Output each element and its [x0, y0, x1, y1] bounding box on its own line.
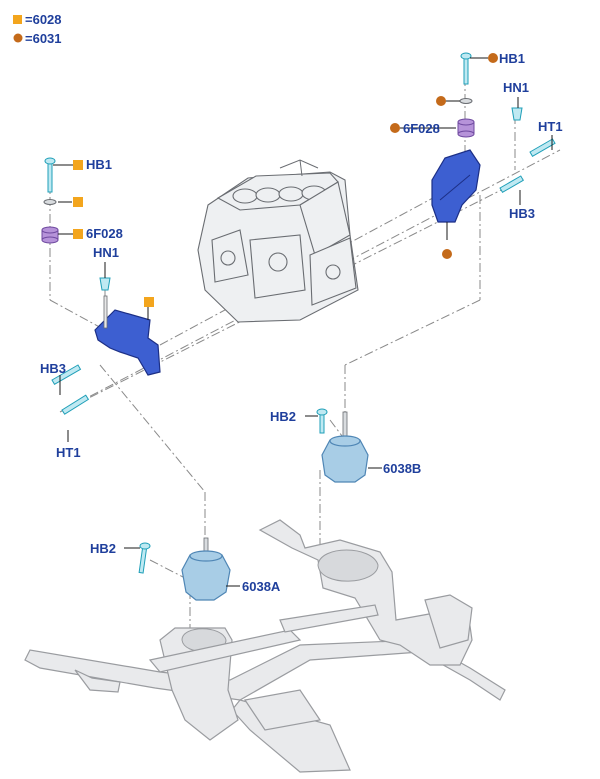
left-mount-group [41, 157, 161, 415]
label-hb1-right: HB1 [499, 51, 525, 66]
mount-6038b [316, 408, 369, 483]
label-hb2-low: HB2 [90, 541, 116, 556]
label-hb3-right: HB3 [509, 206, 535, 221]
subframe [24, 519, 506, 773]
engine-mount-a [181, 554, 231, 601]
left-mount-bracket [94, 309, 161, 376]
circle-marker-icon [390, 123, 400, 133]
label-hn1-right: HN1 [503, 80, 529, 95]
mount-6038a [138, 537, 231, 601]
square-marker-icon [73, 160, 83, 170]
label-6038a: 6038A [242, 579, 281, 594]
nut-icon [99, 277, 111, 291]
label-ht1-left: HT1 [56, 445, 81, 460]
bolt-icon [499, 175, 524, 194]
label-6038b: 6038B [383, 461, 421, 476]
label-hn1-left: HN1 [93, 245, 119, 260]
square-marker-icon [144, 297, 154, 307]
bolt-icon [319, 412, 325, 434]
legend: =6028 =6031 [13, 12, 62, 46]
square-marker-icon [13, 15, 22, 24]
right-mount-group [431, 52, 556, 223]
bolt-icon [51, 364, 82, 386]
markers [73, 53, 498, 307]
circle-marker-icon [13, 33, 23, 43]
washer-icon [43, 199, 57, 205]
engine-block [197, 159, 359, 323]
label-hb2-mid: HB2 [270, 409, 296, 424]
bolt-icon [529, 138, 556, 158]
legend-6028: =6028 [25, 12, 62, 27]
bolt-icon [47, 161, 53, 193]
right-mount-bracket [431, 149, 481, 223]
legend-6031: =6031 [25, 31, 62, 46]
nut-icon [511, 107, 523, 121]
circle-marker-icon [488, 53, 498, 63]
bolt-head-icon [460, 52, 472, 60]
label-hb3-left: HB3 [40, 361, 66, 376]
label-6f028-left: 6F028 [86, 226, 123, 241]
square-marker-icon [73, 197, 83, 207]
label-ht1-right: HT1 [538, 119, 563, 134]
bolt-icon [463, 55, 469, 85]
square-marker-icon [73, 229, 83, 239]
part-labels: HB1 HN1 6F028 HT1 HB3 HB1 6F028 HN1 HB3 … [40, 51, 563, 594]
bolt-head-icon [44, 157, 56, 165]
label-6f028-right: 6F028 [403, 121, 440, 136]
circle-marker-icon [442, 249, 452, 259]
washer-icon [459, 98, 473, 104]
circle-marker-icon [436, 96, 446, 106]
leader-lines [53, 57, 553, 587]
bolt-icon [61, 394, 90, 415]
label-hb1-left: HB1 [86, 157, 112, 172]
